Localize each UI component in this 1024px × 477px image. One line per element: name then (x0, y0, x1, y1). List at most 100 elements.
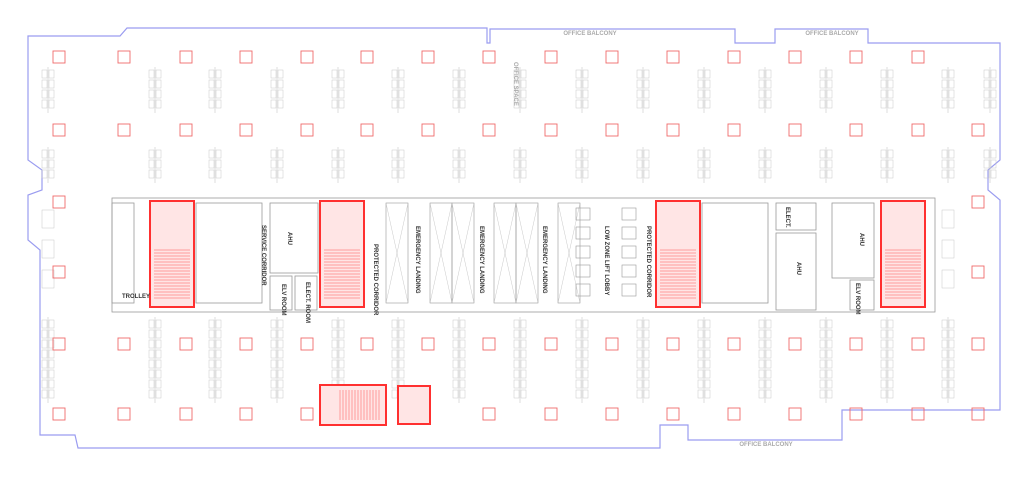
building-core (111, 197, 936, 313)
desk (452, 339, 459, 349)
desk (819, 89, 826, 99)
desk (155, 99, 162, 109)
desk (331, 89, 338, 99)
desk (697, 159, 704, 169)
desk (941, 169, 948, 179)
desk (520, 99, 527, 109)
desk (887, 339, 894, 349)
desk (277, 339, 284, 349)
desk (331, 319, 338, 329)
column (179, 123, 193, 137)
column (971, 123, 985, 137)
desk (880, 69, 887, 79)
service-corridor-label: SERVICE CORRIDOR (260, 225, 266, 286)
desk (941, 99, 948, 109)
desk (452, 329, 459, 339)
desk (819, 319, 826, 329)
desk (704, 369, 711, 379)
desk (582, 369, 589, 379)
desk (41, 159, 48, 169)
desk (391, 349, 398, 359)
desk (887, 319, 894, 329)
desk (575, 319, 582, 329)
lift-cross (451, 202, 475, 304)
desk (459, 349, 466, 359)
desk (277, 99, 284, 109)
desk (582, 379, 589, 389)
column (788, 337, 802, 351)
desk (277, 359, 284, 369)
desk (941, 89, 948, 99)
desk (819, 169, 826, 179)
desk (513, 379, 520, 389)
column (179, 407, 193, 421)
desk (48, 159, 55, 169)
desk (575, 169, 582, 179)
desk (887, 359, 894, 369)
desk (155, 69, 162, 79)
desk (277, 89, 284, 99)
desk (697, 149, 704, 159)
column (788, 407, 802, 421)
desk (575, 369, 582, 379)
desk (758, 329, 765, 339)
desk (575, 159, 582, 169)
desk (155, 79, 162, 89)
column (52, 123, 66, 137)
desk (520, 169, 527, 179)
desk (155, 389, 162, 399)
desk (391, 389, 398, 399)
desk (338, 159, 345, 169)
desk (948, 159, 955, 169)
desk (643, 369, 650, 379)
desk (148, 349, 155, 359)
desk (758, 359, 765, 369)
column (117, 337, 131, 351)
desk (48, 329, 55, 339)
desk (697, 79, 704, 89)
column (971, 407, 985, 421)
desk (148, 169, 155, 179)
desk (697, 99, 704, 109)
desk (338, 369, 345, 379)
stair-core-2 (319, 200, 365, 308)
column (971, 337, 985, 351)
desk (819, 389, 826, 399)
desk (704, 99, 711, 109)
desk (582, 319, 589, 329)
desk (277, 319, 284, 329)
desk (643, 339, 650, 349)
desk (582, 69, 589, 79)
desk (765, 389, 772, 399)
desk (331, 79, 338, 89)
desk (819, 349, 826, 359)
lift-cross (429, 202, 453, 304)
desk (636, 169, 643, 179)
desk (575, 329, 582, 339)
column (52, 195, 66, 209)
desk (459, 329, 466, 339)
desk (520, 319, 527, 329)
desk (582, 349, 589, 359)
desk (636, 349, 643, 359)
desk (880, 349, 887, 359)
desk (765, 319, 772, 329)
desk (643, 79, 650, 89)
desk (215, 89, 222, 99)
desk (758, 349, 765, 359)
lift-car (575, 226, 591, 240)
desk (459, 359, 466, 369)
column (239, 407, 253, 421)
desk (887, 389, 894, 399)
desk (459, 339, 466, 349)
desk (148, 339, 155, 349)
desk (887, 159, 894, 169)
desk (819, 359, 826, 369)
desk (582, 149, 589, 159)
desk (880, 359, 887, 369)
desk (983, 99, 990, 109)
desk (270, 339, 277, 349)
desk (758, 69, 765, 79)
desk (452, 319, 459, 329)
column (300, 407, 314, 421)
